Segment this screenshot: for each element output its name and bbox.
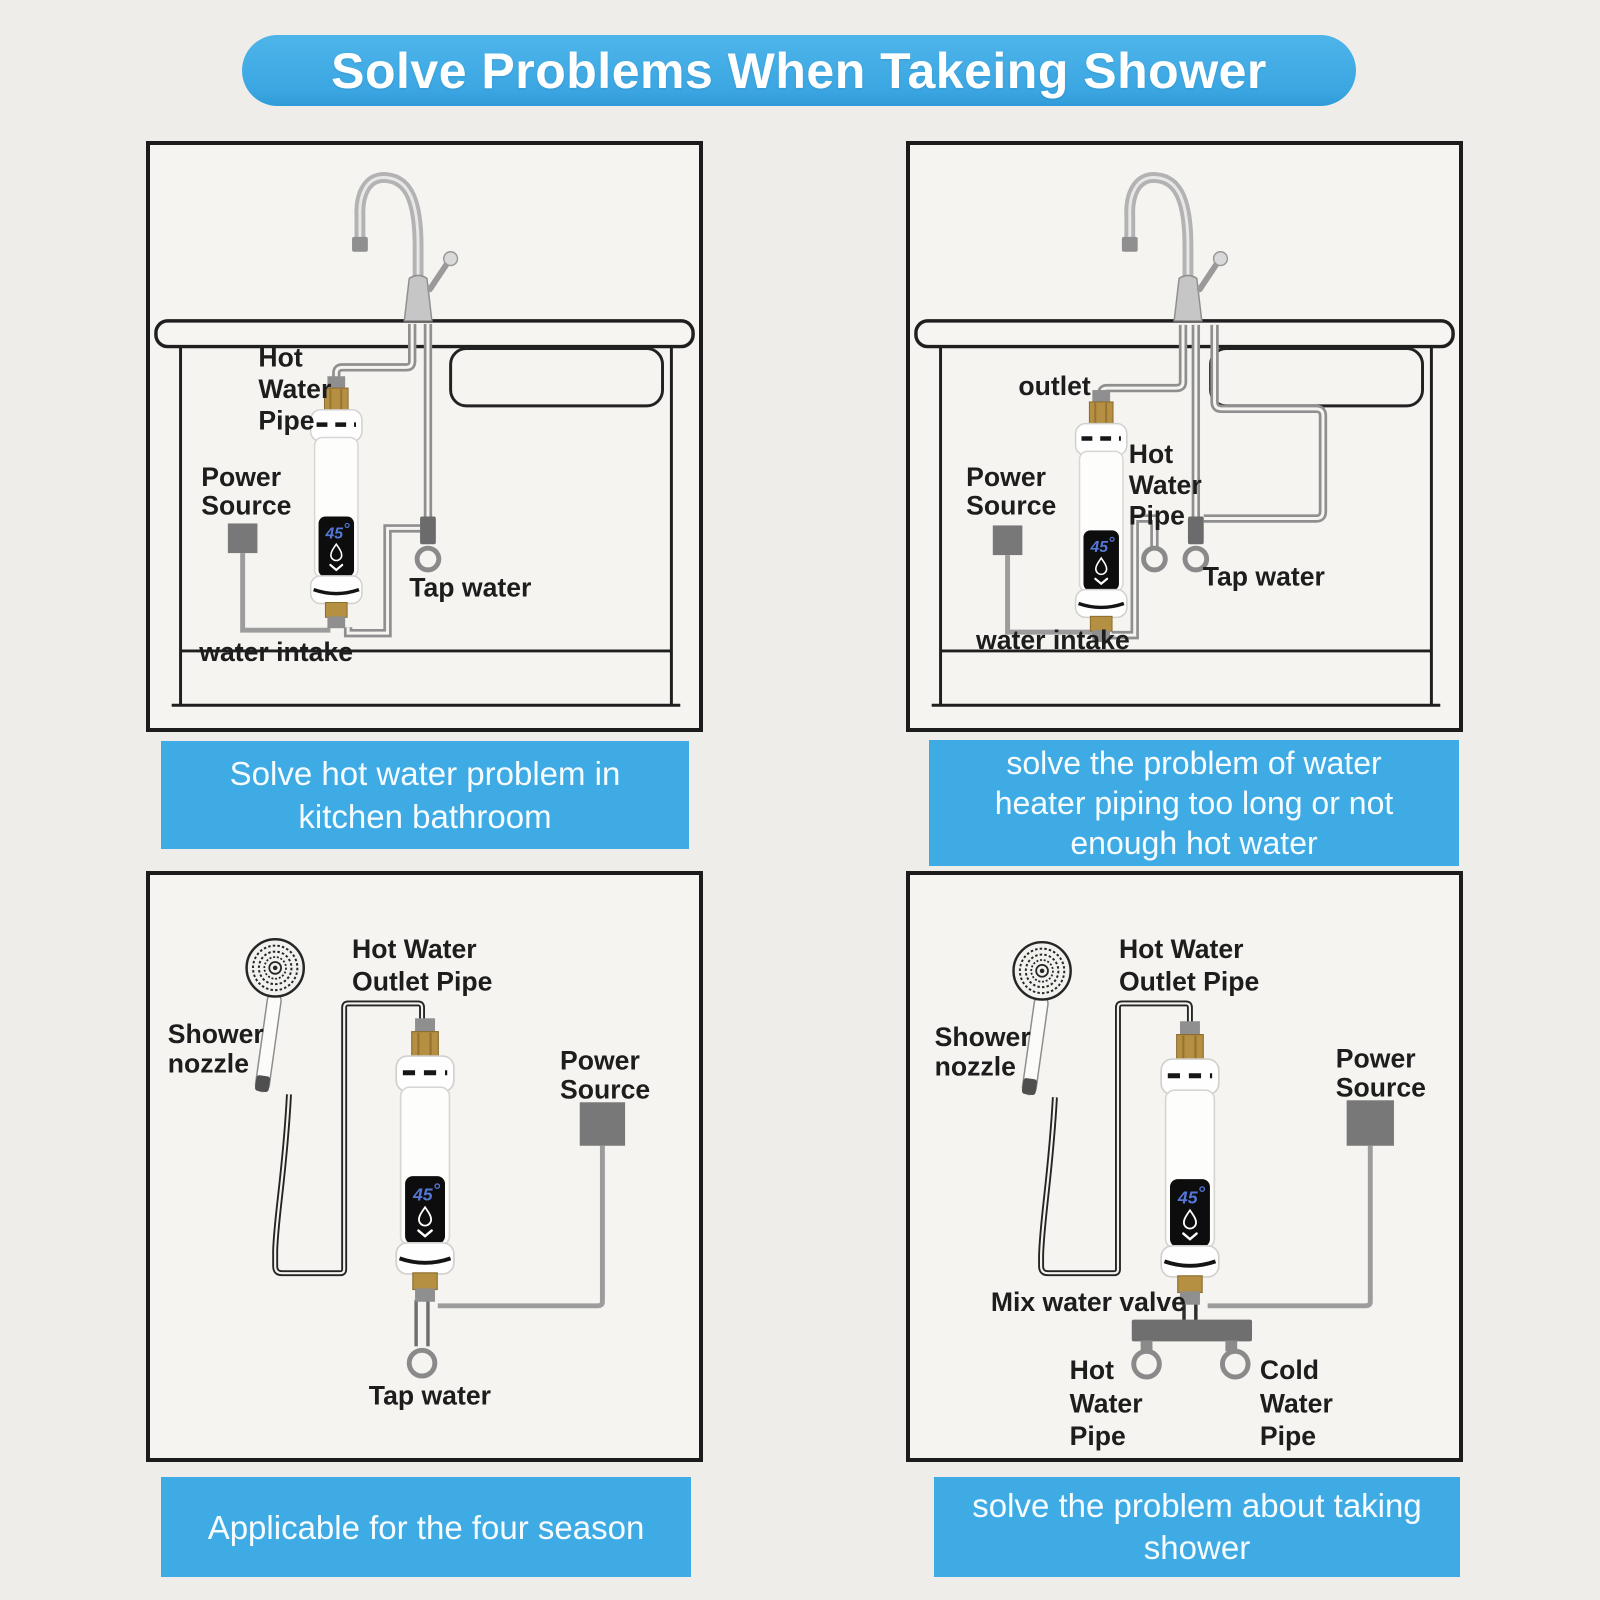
label-water-intake: water intake xyxy=(198,637,353,667)
valve-stub xyxy=(1140,1340,1153,1352)
long-piping-loop-line xyxy=(1203,324,1328,523)
label-power-source: Power xyxy=(966,462,1046,492)
label-shower-nozzle: nozzle xyxy=(935,1052,1016,1082)
label-mix-water-valve: Mix water valve xyxy=(991,1287,1186,1317)
diagram-taking-shower: Hot Water Outlet Pipe Shower nozzle Powe… xyxy=(935,934,1426,1451)
power-wire xyxy=(1207,1145,1373,1309)
label-tap-water: Tap water xyxy=(409,573,531,603)
power-wire xyxy=(1005,555,1096,635)
tap-water-connector xyxy=(420,516,436,545)
hot-water-ring xyxy=(1131,1348,1162,1380)
caption-line: Applicable for the four season xyxy=(207,1508,645,1546)
label-tap-water: Tap water xyxy=(369,1381,491,1411)
caption-line: kitchen bathroom xyxy=(298,798,552,835)
label-shower-nozzle: Shower xyxy=(935,1022,1031,1052)
label-tap-water: Tap water xyxy=(1203,562,1325,592)
label-shower-nozzle: nozzle xyxy=(168,1049,249,1079)
panel-four-seasons: Hot Water Outlet Pipe Shower nozzle Powe… xyxy=(146,871,703,1462)
power-wire xyxy=(240,553,331,633)
label-hot-water-pipe: Water xyxy=(1129,470,1202,500)
caption-line: shower xyxy=(1143,1529,1251,1566)
label-hot-water-pipe: Pipe xyxy=(1070,1421,1126,1451)
label-power-source: Source xyxy=(966,491,1056,521)
label-power-source: Source xyxy=(560,1074,650,1104)
caption-line: Solve hot water problem in xyxy=(229,755,621,792)
diagram-kitchen-sink: Hot Water Pipe Power Source Tap water wa… xyxy=(154,145,695,708)
label-hot-water-outlet-pipe: Hot Water xyxy=(1119,934,1244,964)
label-hot-water-pipe: Water xyxy=(258,374,331,404)
intake-ring xyxy=(1141,545,1168,573)
page-title: Solve Problems When Takeing Shower xyxy=(331,42,1267,99)
label-outlet: outlet xyxy=(1018,371,1091,401)
label-hot-water-pipe: Pipe xyxy=(1129,500,1185,530)
caption-line: solve the problem of water xyxy=(1006,745,1382,781)
label-water-intake: water intake xyxy=(975,625,1130,655)
label-power-source: Source xyxy=(201,491,291,521)
label-power-source: Power xyxy=(560,1046,640,1076)
panel-taking-shower: Hot Water Outlet Pipe Shower nozzle Powe… xyxy=(906,871,1463,1462)
label-cold-water-pipe: Water xyxy=(1260,1389,1333,1419)
cold-water-ring xyxy=(1219,1348,1251,1380)
label-hot-water-pipe: Pipe xyxy=(258,406,314,436)
tap-water-connector xyxy=(1187,516,1204,545)
diagram-long-piping: outlet Power Source Hot Water Pipe Tap w… xyxy=(914,145,1455,708)
label-hot-water-pipe: Hot xyxy=(1070,1355,1114,1385)
mix-valve-bar xyxy=(1131,1319,1253,1342)
diagram-four-seasons: Hot Water Outlet Pipe Shower nozzle Powe… xyxy=(168,934,650,1411)
power-source-square xyxy=(227,523,258,554)
valve-stub xyxy=(1225,1340,1238,1352)
label-shower-nozzle: Shower xyxy=(168,1019,264,1049)
power-source-square xyxy=(992,525,1023,556)
caption-kitchen-sink: Solve hot water problem in kitchen bathr… xyxy=(161,741,689,849)
label-hot-water-pipe: Water xyxy=(1070,1389,1143,1419)
power-source-square xyxy=(1346,1100,1394,1146)
title-banner: Solve Problems When Takeing Shower xyxy=(242,35,1356,106)
tap-water-ring xyxy=(406,1347,438,1379)
caption-line: enough hot water xyxy=(1070,825,1318,861)
power-source-square xyxy=(579,1102,626,1146)
label-cold-water-pipe: Cold xyxy=(1260,1355,1319,1385)
caption-taking-shower: solve the problem about taking shower xyxy=(934,1477,1460,1577)
label-hot-water-pipe: Hot xyxy=(258,342,302,372)
caption-line: heater piping too long or not xyxy=(994,785,1394,821)
label-hot-water-outlet-pipe: Outlet Pipe xyxy=(352,967,492,997)
label-power-source: Power xyxy=(1336,1044,1416,1074)
label-hot-water-outlet-pipe: Outlet Pipe xyxy=(1119,967,1259,997)
label-power-source: Power xyxy=(201,462,281,492)
label-hot-water-outlet-pipe: Hot Water xyxy=(352,934,477,964)
tap-water-ring xyxy=(1182,545,1210,573)
power-wire xyxy=(437,1145,605,1309)
panel-long-piping: outlet Power Source Hot Water Pipe Tap w… xyxy=(906,141,1463,732)
caption-line: solve the problem about taking xyxy=(972,1487,1422,1524)
tap-water-ring xyxy=(414,545,442,573)
label-power-source: Source xyxy=(1336,1072,1426,1102)
label-hot-water-pipe: Hot xyxy=(1129,439,1173,469)
panel-kitchen-sink: Hot Water Pipe Power Source Tap water wa… xyxy=(146,141,703,732)
caption-four-seasons: Applicable for the four season xyxy=(161,1477,691,1577)
label-cold-water-pipe: Pipe xyxy=(1260,1421,1316,1451)
caption-long-piping: solve the problem of water heater piping… xyxy=(929,740,1459,866)
